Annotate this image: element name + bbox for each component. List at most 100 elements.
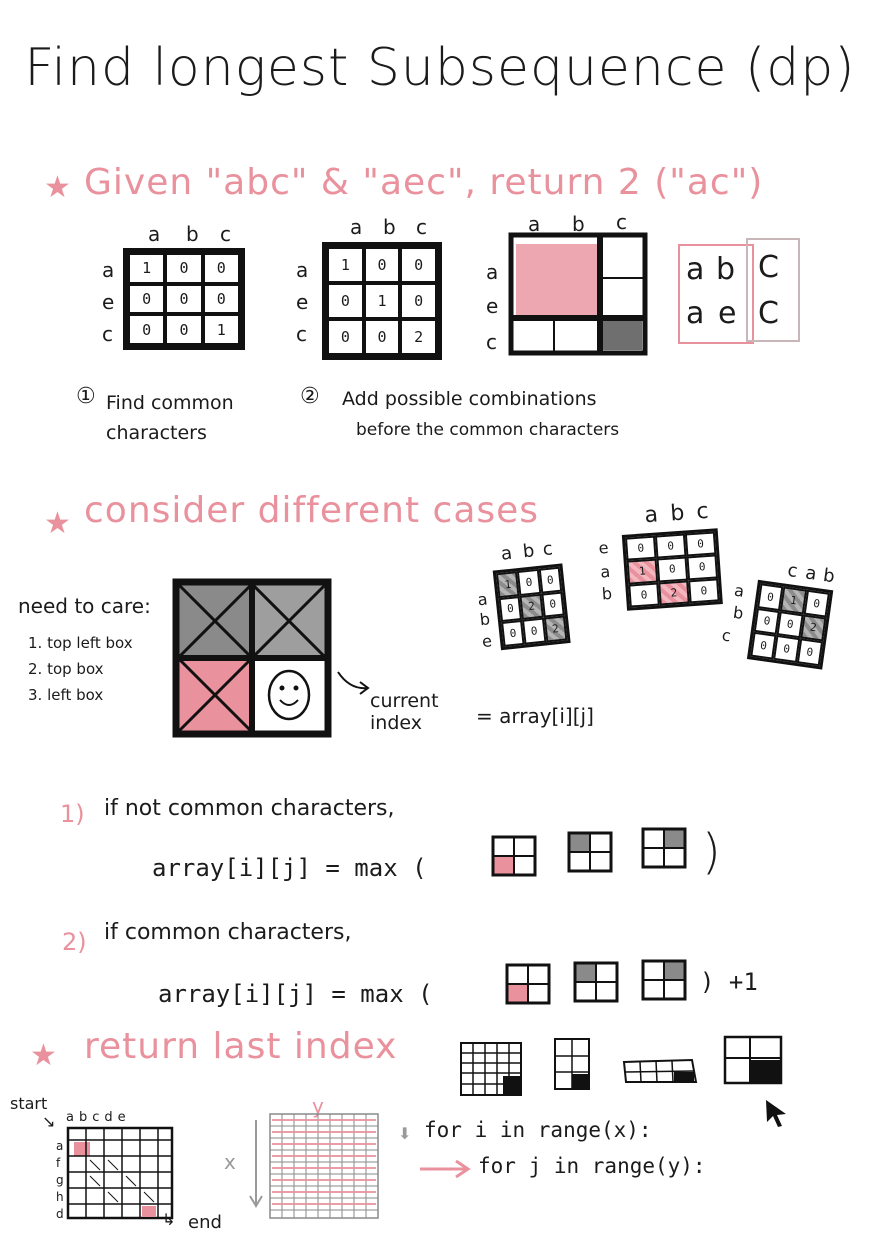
row-label: e: [486, 294, 499, 318]
cell: 0: [501, 620, 525, 647]
pair-letter: C: [758, 296, 779, 331]
cell: 1: [626, 558, 659, 585]
star-icon: ★: [44, 170, 71, 205]
row-label: h: [56, 1190, 64, 1204]
need-list: 1. top left box 2. top box 3. left box: [28, 630, 133, 708]
cell: 0: [686, 554, 719, 581]
arrow-icon: [337, 671, 370, 695]
col-label: c: [616, 210, 627, 234]
case2-formula-rhs: ) +1: [700, 968, 758, 996]
cell: 1: [327, 247, 364, 283]
need-title: need to care:: [18, 594, 151, 618]
cell: 0: [202, 253, 240, 284]
example3: c a b a b c 0 1 0 0 0 2 0 0 0: [721, 553, 848, 697]
iteration-grid-2: [554, 1038, 590, 1090]
pair-letter: e: [718, 296, 737, 331]
col-label: a: [148, 222, 161, 246]
iteration-grid-1: [460, 1042, 522, 1096]
col-label: a: [350, 215, 363, 239]
cell: 0: [327, 319, 364, 355]
cell: 1: [363, 283, 401, 319]
cell: 0: [538, 566, 563, 594]
pair-box-pink: [678, 244, 754, 344]
grid-row-labels: a f g h d: [56, 1138, 64, 1223]
section1-heading: Given "abc" & "aec", return 2 ("ac"): [84, 162, 764, 203]
cell: 0: [165, 253, 203, 284]
cell: 0: [363, 247, 401, 283]
case2-label: 2): [62, 928, 87, 956]
cell: 0: [165, 314, 203, 345]
pair-letter: a: [686, 252, 705, 287]
cell: 0: [400, 247, 437, 283]
cell: 0: [363, 319, 401, 355]
row-label: c: [486, 330, 497, 354]
cell: 0: [202, 283, 240, 315]
cell: 2: [799, 614, 827, 642]
traversal-grid: [66, 1126, 174, 1220]
case1-formula-rhs: ): [702, 824, 721, 880]
row-label: e: [296, 290, 309, 314]
neighbor-topleft-icon: [567, 831, 613, 873]
cell: 0: [540, 591, 565, 618]
cell: 0: [128, 314, 166, 345]
current-index-label: current index: [370, 690, 439, 734]
col-label: c: [695, 498, 710, 525]
col-label: c: [416, 215, 427, 239]
cell: 0: [517, 568, 541, 596]
star-icon: ★: [44, 506, 71, 541]
cursor-icon: [766, 1100, 786, 1127]
row-label: a: [476, 589, 489, 610]
col-label: a: [66, 1110, 79, 1125]
need-item: 1. top left box: [28, 634, 133, 652]
neighbor-left-icon: [491, 835, 537, 877]
step2-subtext: before the common characters: [356, 420, 620, 440]
cell: 0: [654, 533, 687, 559]
loop2-text: for j in range(y):: [478, 1154, 706, 1178]
cell: 0: [628, 582, 660, 608]
col-label: b: [669, 500, 686, 527]
right-arrow-icon: [420, 1159, 471, 1179]
cell: 2: [400, 319, 437, 355]
row-label: a: [733, 580, 746, 601]
down-arrow-icon: ⬇: [398, 1124, 412, 1143]
row-label: e: [102, 290, 115, 314]
cell: 1: [202, 314, 240, 345]
row-label: c: [720, 625, 733, 646]
neighbor-top-icon: [641, 827, 687, 869]
case1-label: 1): [60, 800, 85, 828]
col-label: b: [186, 222, 199, 246]
cell: 0: [684, 531, 717, 557]
col-label: e: [117, 1110, 131, 1125]
example2: a b c e a b 0 0 0 1 0 0 0 2 0: [596, 496, 735, 635]
loop1-text: for i in range(x):: [424, 1118, 652, 1142]
step2-text: Add possible combinations: [342, 388, 597, 410]
cell: 0: [803, 589, 830, 618]
cell: 0: [498, 595, 523, 623]
pair-letter: b: [716, 252, 736, 287]
col-label: b: [572, 212, 585, 236]
pair-box-gray: [746, 238, 800, 342]
row-label: f: [56, 1156, 61, 1170]
end-arrow-icon: ↳: [162, 1210, 176, 1229]
col-label: b: [383, 215, 396, 239]
cell: 0: [400, 283, 437, 319]
start-label: start: [10, 1094, 48, 1113]
cell: 0: [688, 577, 720, 604]
current-index-formula: = array[i][j]: [476, 704, 594, 728]
need-item: 2. top box: [28, 660, 104, 678]
pair-letter: a: [686, 296, 705, 331]
row-label: e: [597, 537, 610, 558]
cell: 0: [327, 283, 364, 319]
col-label: c: [541, 538, 554, 561]
loop-grid: [249, 1113, 379, 1219]
cell: 0: [796, 638, 824, 667]
cell: 2: [543, 615, 568, 643]
cell: 2: [519, 593, 544, 621]
section2-heading: consider different cases: [84, 490, 540, 531]
cell: 1: [128, 253, 166, 284]
col-label: b: [821, 564, 837, 588]
cell: 0: [165, 283, 203, 315]
neighbor-left-icon: [505, 963, 551, 1005]
pair-letter: C: [758, 250, 779, 285]
cell: 0: [522, 617, 547, 645]
